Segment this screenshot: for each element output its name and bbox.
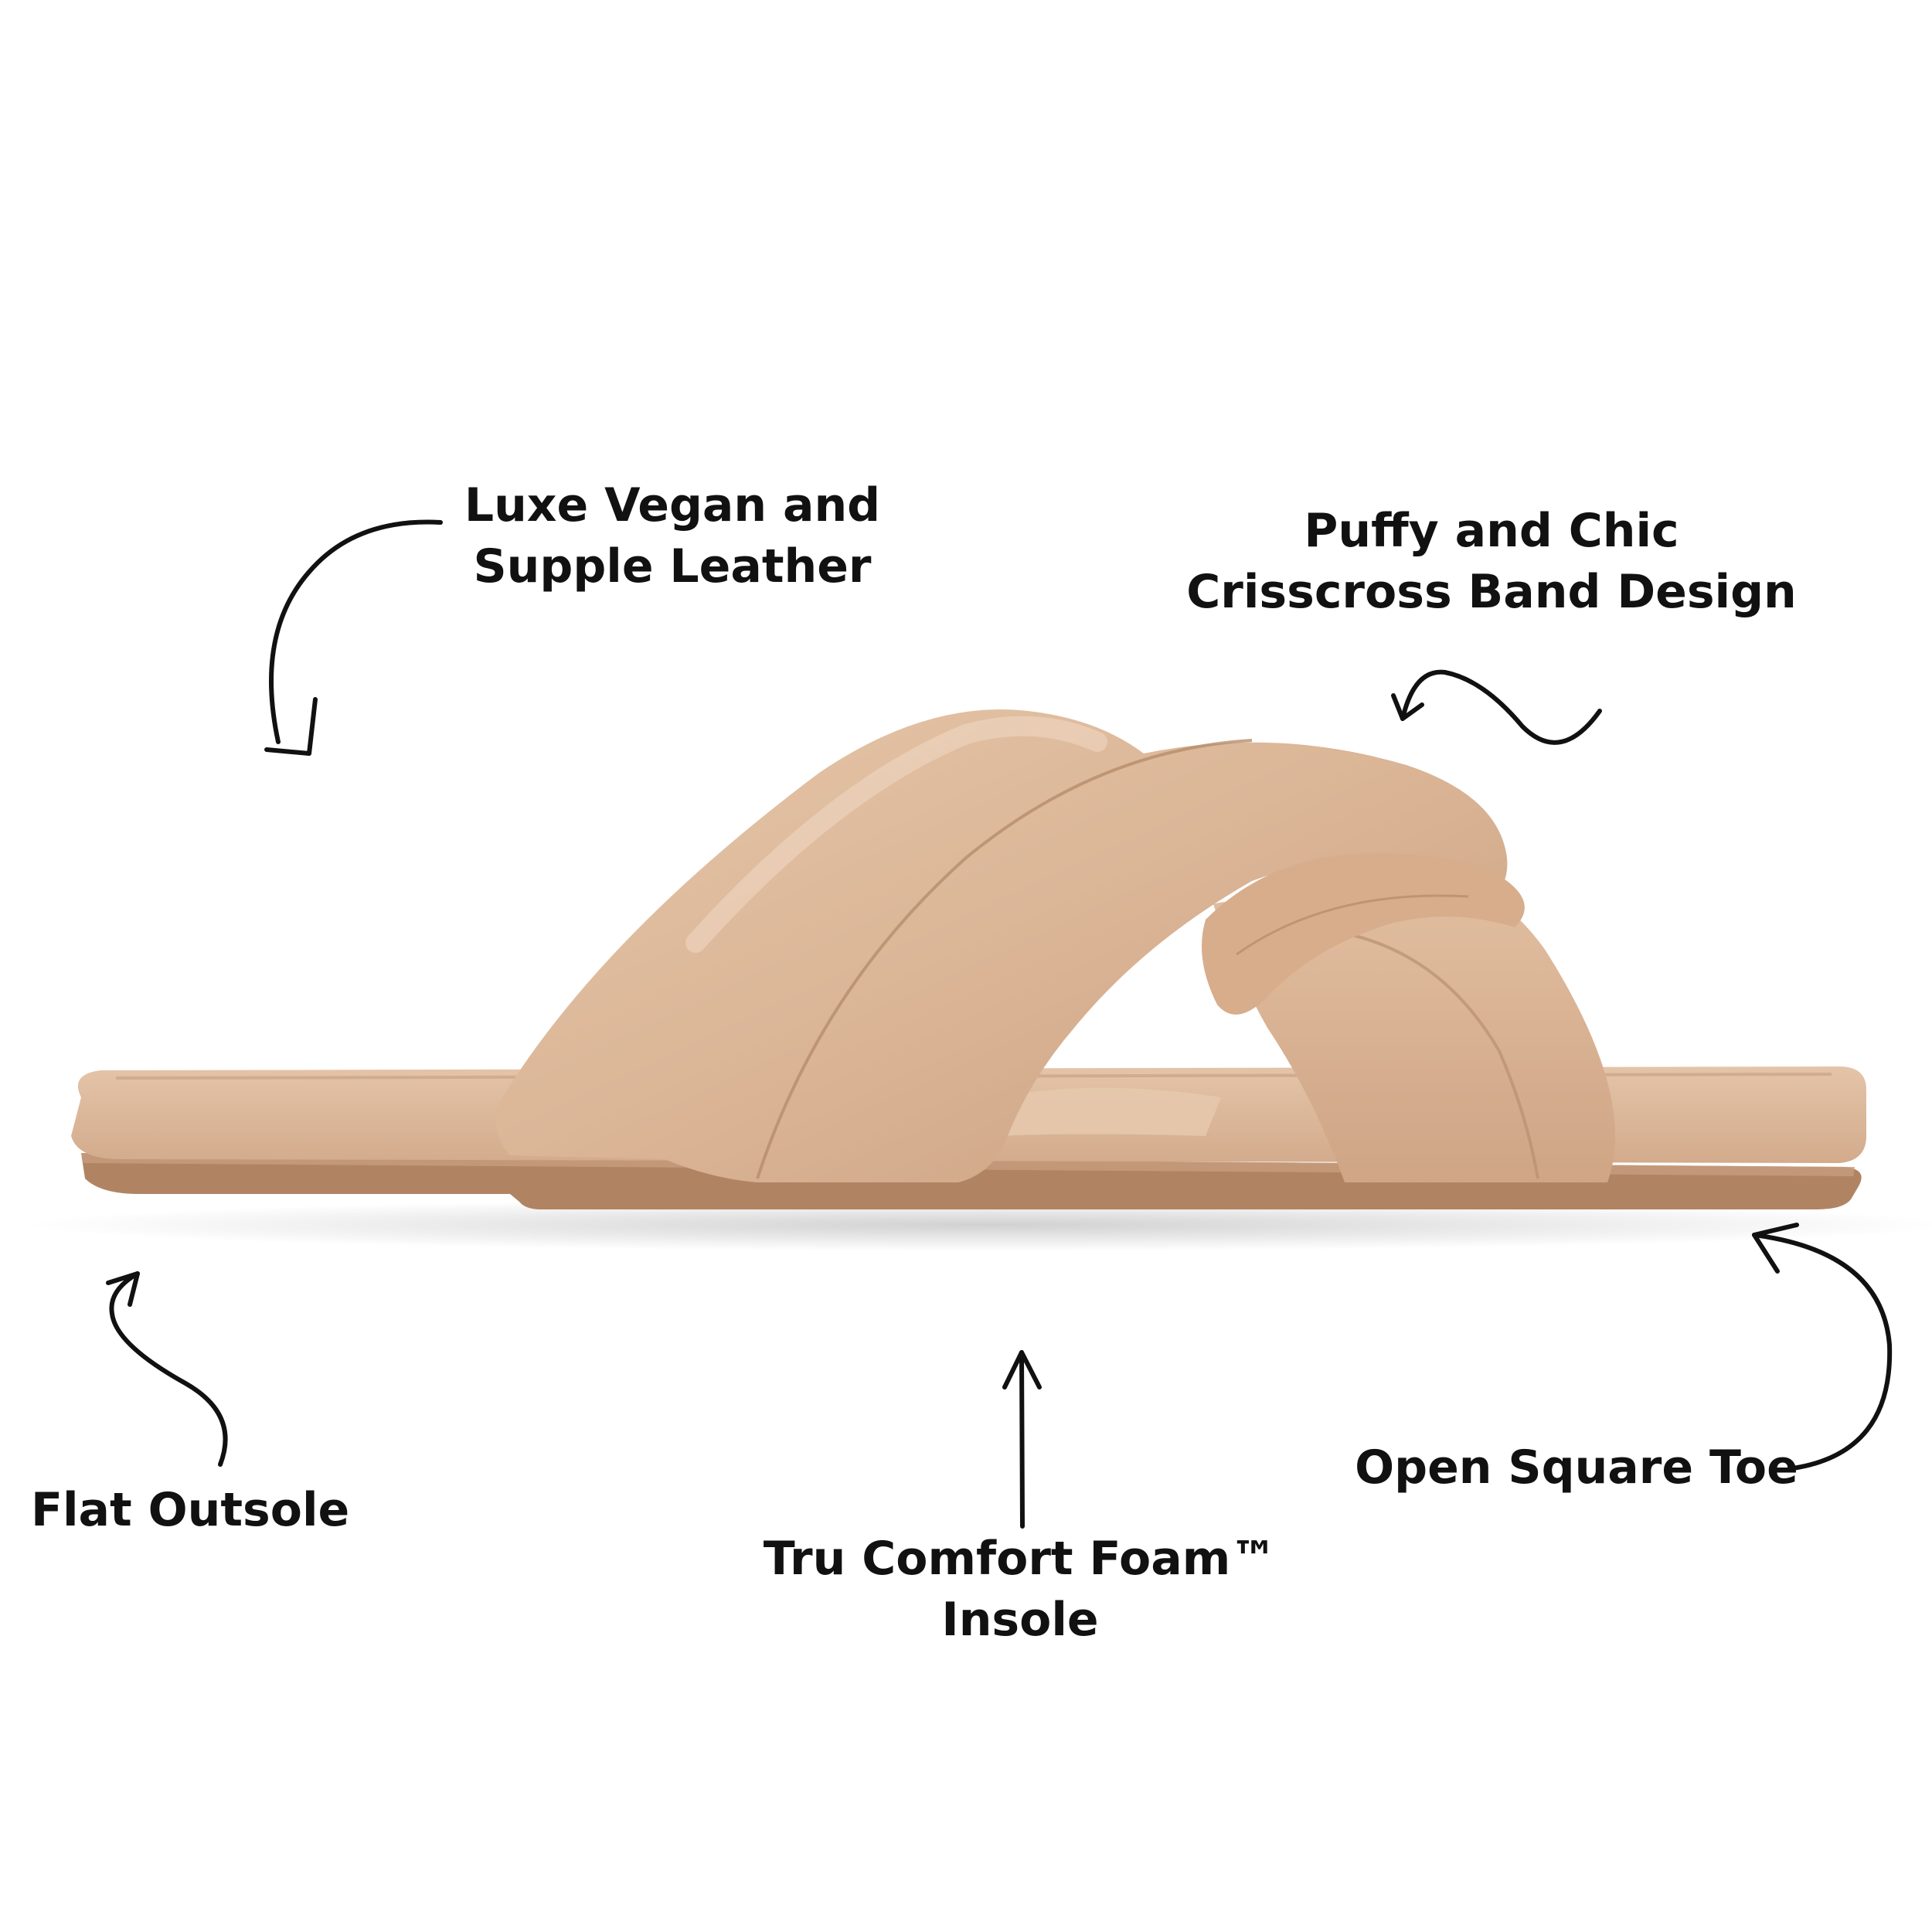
- callout-band: Puffy and Chic Crisscross Band Design: [1144, 501, 1839, 623]
- callout-band-line1: Puffy and Chic: [1304, 504, 1679, 558]
- toe-arrow-icon: [1752, 1233, 1893, 1471]
- callout-toe: Open Square Toe: [1329, 1437, 1824, 1498]
- callout-outsole-line1: Flat Outsole: [31, 1483, 350, 1537]
- callout-insole: Tru Comfort Foam™ Insole: [696, 1529, 1345, 1651]
- callout-outsole: Flat Outsole: [31, 1480, 379, 1541]
- callout-insole-line1: Tru Comfort Foam™: [763, 1532, 1277, 1586]
- leather-arrow-icon: [269, 519, 443, 744]
- callout-leather-line1: Luxe Vegan and: [464, 478, 881, 532]
- callout-leather-line2: Supple Leather: [473, 539, 872, 594]
- callout-insole-line2: Insole: [941, 1593, 1099, 1648]
- sandal-shadow: [23, 1199, 1932, 1251]
- sandal-band-cross: [1202, 853, 1525, 1015]
- sandal-band-main: [496, 709, 1508, 1182]
- sandal-band-seam: [756, 739, 1253, 1179]
- callout-band-line2: Crisscross Band Design: [1186, 565, 1797, 620]
- callout-toe-line1: Open Square Toe: [1355, 1440, 1798, 1495]
- callout-leather: Luxe Vegan and Supple Leather: [402, 475, 943, 597]
- band-arrow-icon: [1400, 669, 1602, 745]
- outsole-arrow-icon: [109, 1271, 228, 1467]
